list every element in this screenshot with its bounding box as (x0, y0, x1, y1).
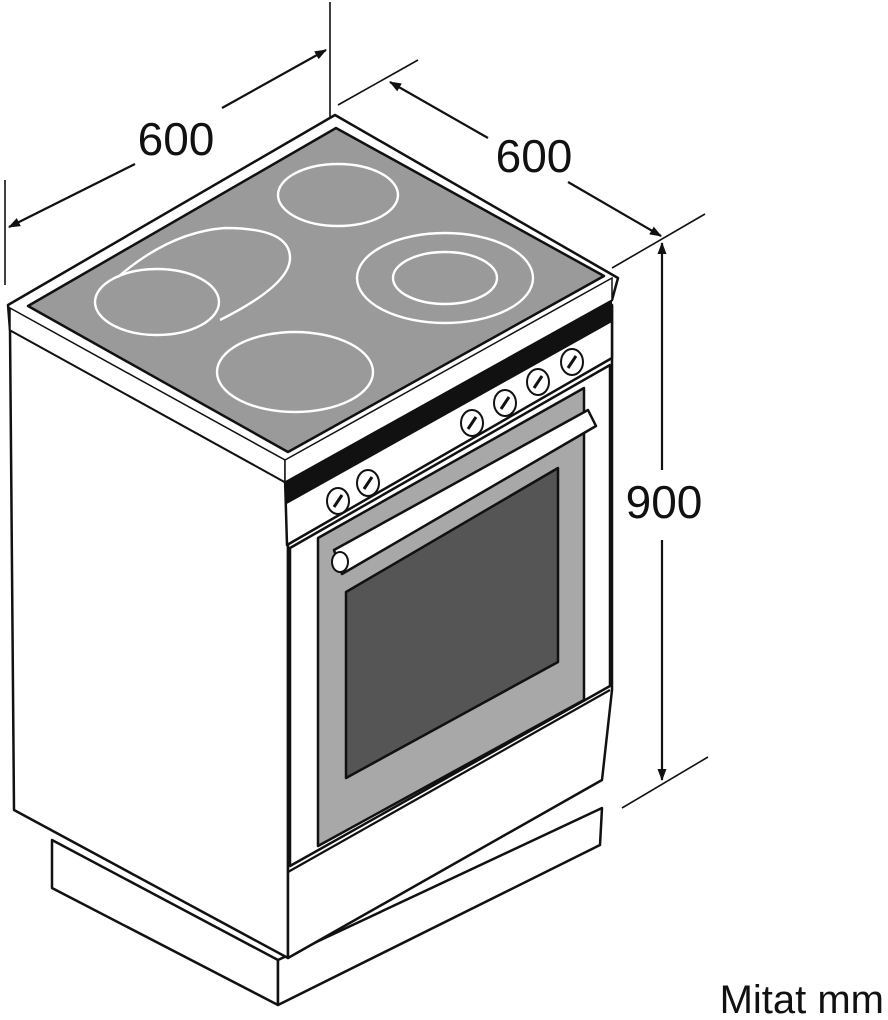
cooking-zones (93, 162, 535, 414)
extension-lines (4, 2, 709, 809)
cooking-zone (215, 330, 375, 414)
knob-icon[interactable] (560, 348, 584, 376)
oven-door[interactable] (288, 363, 612, 868)
cooking-zone (93, 267, 221, 337)
depth-dimension-line (389, 81, 662, 237)
unit-note: Mitat mm (720, 978, 884, 1020)
cooker-plinth (50, 806, 604, 1007)
cooking-zone (276, 162, 400, 228)
depth-dimension-label: 600 (496, 130, 573, 182)
height-dimension-label: 900 (626, 476, 703, 528)
ceramic-hob-glass (26, 126, 606, 454)
extended-cooking-zone (117, 226, 292, 322)
knob-icon[interactable] (326, 487, 350, 515)
width-dimension-line (8, 49, 327, 228)
knob-icon[interactable] (493, 389, 517, 417)
knob-icon[interactable] (526, 368, 550, 396)
width-dimension-label: 600 (138, 113, 215, 165)
control-knobs (326, 348, 584, 515)
knob-icon[interactable] (356, 469, 380, 497)
cooking-zone (391, 250, 499, 306)
oven-door-handle[interactable] (331, 408, 598, 576)
cooking-zone (355, 231, 535, 325)
storage-drawer-edge (287, 689, 611, 873)
knob-icon[interactable] (460, 409, 484, 437)
oven-window (344, 466, 560, 780)
